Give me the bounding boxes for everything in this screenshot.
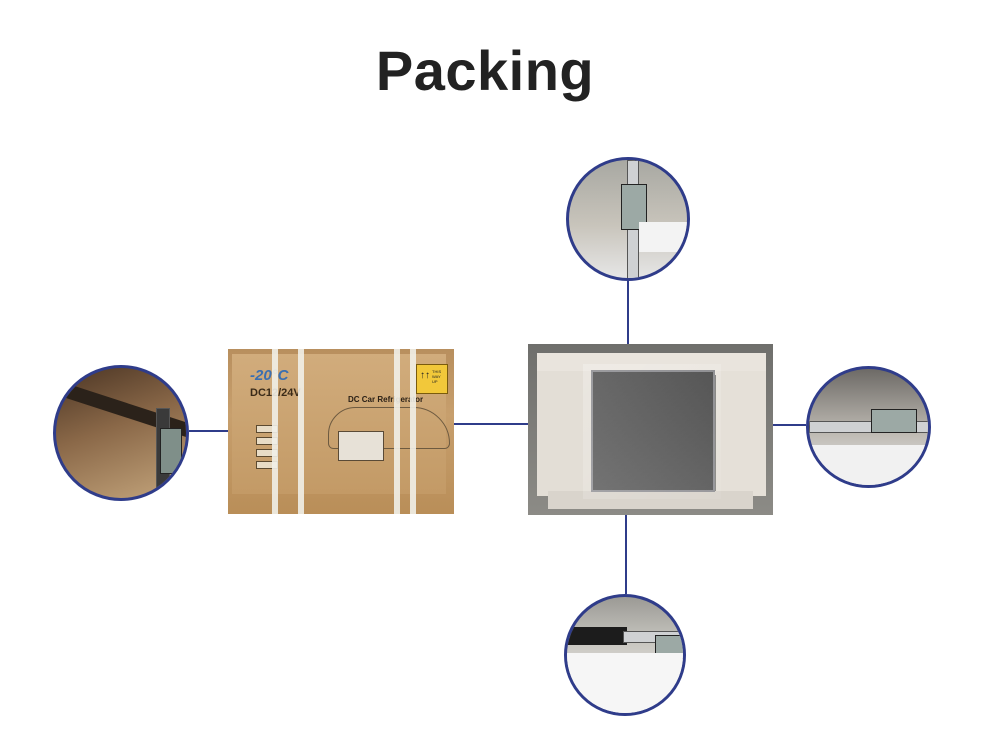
foam-left bbox=[537, 371, 591, 496]
page-title: Packing bbox=[375, 39, 595, 102]
foam-corner-icon bbox=[639, 222, 687, 252]
packing-strap bbox=[272, 349, 278, 514]
packing-strap bbox=[394, 349, 400, 514]
warning-text: THIS WAY UP bbox=[432, 369, 442, 384]
plastic-wrap bbox=[583, 364, 721, 499]
foam-right bbox=[716, 371, 766, 496]
fridge-outline bbox=[338, 431, 384, 461]
foam-bottom bbox=[548, 491, 753, 509]
box-logo: -20°C bbox=[250, 367, 289, 384]
this-way-up-label: ↑↑ THIS WAY UP bbox=[416, 364, 448, 394]
caliper-display bbox=[160, 428, 182, 474]
foam-top bbox=[537, 353, 766, 375]
caliper-jaw bbox=[567, 627, 627, 645]
measurement-circle-right bbox=[806, 366, 931, 488]
foam-corner-icon bbox=[809, 445, 928, 485]
packing-strap bbox=[298, 349, 304, 514]
measurement-circle-top bbox=[566, 157, 690, 281]
up-arrows-icon: ↑↑ bbox=[420, 370, 430, 381]
fridge-unit bbox=[591, 370, 715, 492]
measurement-circle-left bbox=[53, 365, 189, 501]
box-product-text: DC Car Refrigerator bbox=[348, 395, 424, 404]
caliper-display bbox=[871, 409, 917, 433]
foam-corner-icon bbox=[567, 653, 683, 713]
fridge-foam-photo bbox=[528, 344, 773, 515]
packing-strap bbox=[410, 349, 416, 514]
carton-box-photo: -20°C DC12/24V DC Car Refrigerator ↑↑ TH… bbox=[228, 349, 454, 514]
measurement-circle-bottom bbox=[564, 594, 686, 716]
